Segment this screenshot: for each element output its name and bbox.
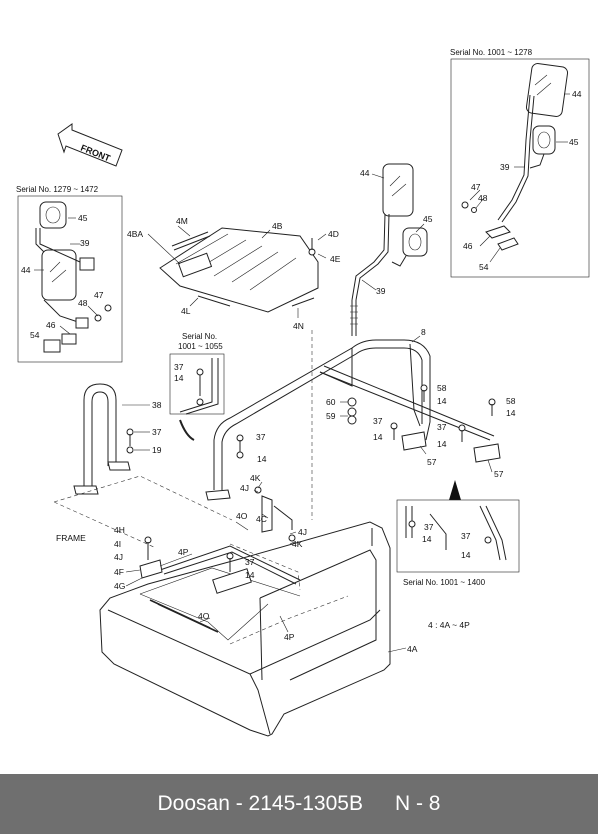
- callout-48: 48: [478, 193, 488, 203]
- serial-box-bottom-right: Serial No. 1001 ~ 1400 37 14 37 14: [396, 499, 520, 587]
- callout-37: 37: [256, 432, 266, 442]
- callout-38: 38: [152, 400, 162, 410]
- serial-label-middle-line1: Serial No.: [182, 332, 217, 341]
- callout-45: 45: [78, 213, 88, 223]
- cabin-base: 4K 4J 4C 4O 4J 4K 4H 4I 4J 4P 4F 4G 37 1…: [99, 330, 470, 737]
- callout-14: 14: [245, 570, 255, 580]
- callout-60: 60: [326, 397, 336, 407]
- callout-14: 14: [422, 534, 432, 544]
- callout-19: 19: [152, 445, 162, 455]
- callout-37: 37: [245, 557, 255, 567]
- callout-4F: 4F: [114, 567, 124, 577]
- callout-4K: 4K: [250, 473, 261, 483]
- serial-label-left: Serial No. 1279 ~ 1472: [16, 185, 99, 194]
- callout-4D: 4D: [328, 229, 339, 239]
- callout-46: 46: [463, 241, 473, 251]
- callout-44: 44: [572, 89, 582, 99]
- parts-diagram: Serial No. 1001 ~ 1278 44 45 39 47 48 46…: [16, 48, 590, 737]
- callout-39: 39: [500, 162, 510, 172]
- serial-box-middle: Serial No. 1001 ~ 1055 37 14: [169, 332, 225, 441]
- frame-label: FRAME: [56, 533, 86, 543]
- roof-panel: 4BA 4M 4B 4D 4E 4L 4N: [127, 216, 341, 331]
- left-stand: 38 37 19 FRAME: [53, 383, 233, 549]
- callout-54: 54: [30, 330, 40, 340]
- serial-label-middle-line2: 1001 ~ 1055: [178, 342, 223, 351]
- callout-4E: 4E: [330, 254, 341, 264]
- callout-4P: 4P: [178, 547, 189, 557]
- callout-4M: 4M: [176, 216, 188, 226]
- callout-48: 48: [78, 298, 88, 308]
- callout-4P: 4P: [284, 632, 295, 642]
- callout-4J: 4J: [298, 527, 307, 537]
- page-number: N - 8: [394, 792, 441, 815]
- callout-44: 44: [360, 168, 370, 178]
- callout-58: 58: [437, 383, 447, 393]
- callout-54: 54: [479, 262, 489, 272]
- callout-39: 39: [80, 238, 90, 248]
- front-arrow: FRONT: [57, 123, 123, 167]
- callout-4I: 4I: [114, 539, 121, 549]
- footer-bar: Doosan - 2145-1305B N - 8: [0, 774, 598, 834]
- callout-4L: 4L: [181, 306, 191, 316]
- center-mirror-assembly: 44 45 39: [350, 163, 433, 336]
- callout-59: 59: [326, 411, 336, 421]
- callout-4O: 4O: [236, 511, 248, 521]
- callout-14: 14: [174, 373, 184, 383]
- callout-4B: 4B: [272, 221, 283, 231]
- callout-39: 39: [376, 286, 386, 296]
- callout-14: 14: [257, 454, 267, 464]
- callout-45: 45: [423, 214, 433, 224]
- callout-37: 37: [424, 522, 434, 532]
- diagram-canvas: Serial No. 1001 ~ 1278 44 45 39 47 48 46…: [16, 48, 590, 737]
- serial-box-top-right: Serial No. 1001 ~ 1278 44 45 39 47 48 46…: [450, 48, 590, 278]
- callout-8: 8: [421, 327, 426, 337]
- callout-37: 37: [437, 422, 447, 432]
- note-range: 4 : 4A ~ 4P: [428, 620, 470, 630]
- callout-4BA: 4BA: [127, 229, 143, 239]
- callout-57: 57: [427, 457, 437, 467]
- callout-14: 14: [373, 432, 383, 442]
- callout-37: 37: [373, 416, 383, 426]
- part-number: Doosan - 2145-1305B: [157, 792, 363, 815]
- roll-bar: 8 60 59 37 14 58 14 58 14 37 14 57 57 37…: [205, 327, 516, 501]
- callout-4J: 4J: [114, 552, 123, 562]
- callout-14: 14: [437, 439, 447, 449]
- serial-label-top-right: Serial No. 1001 ~ 1278: [450, 48, 533, 57]
- callout-58: 58: [506, 396, 516, 406]
- callout-4G: 4G: [114, 581, 125, 591]
- callout-14: 14: [461, 550, 471, 560]
- callout-45: 45: [569, 137, 579, 147]
- callout-4A: 4A: [407, 644, 418, 654]
- callout-37: 37: [152, 427, 162, 437]
- callout-4C: 4C: [256, 514, 267, 524]
- callout-57: 57: [494, 469, 504, 479]
- callout-37: 37: [461, 531, 471, 541]
- callout-47: 47: [94, 290, 104, 300]
- callout-14: 14: [506, 408, 516, 418]
- callout-46: 46: [46, 320, 56, 330]
- serial-box-left: Serial No. 1279 ~ 1472 45 39 44 48 47 46…: [16, 185, 123, 363]
- callout-4N: 4N: [293, 321, 304, 331]
- callout-4H: 4H: [114, 525, 125, 535]
- callout-4K: 4K: [292, 539, 303, 549]
- callout-4J: 4J: [240, 483, 249, 493]
- serial-label-bottom-right: Serial No. 1001 ~ 1400: [403, 578, 486, 587]
- callout-47: 47: [471, 182, 481, 192]
- callout-37: 37: [174, 362, 184, 372]
- callout-4O: 4O: [198, 611, 210, 621]
- callout-44: 44: [21, 265, 31, 275]
- callout-14: 14: [437, 396, 447, 406]
